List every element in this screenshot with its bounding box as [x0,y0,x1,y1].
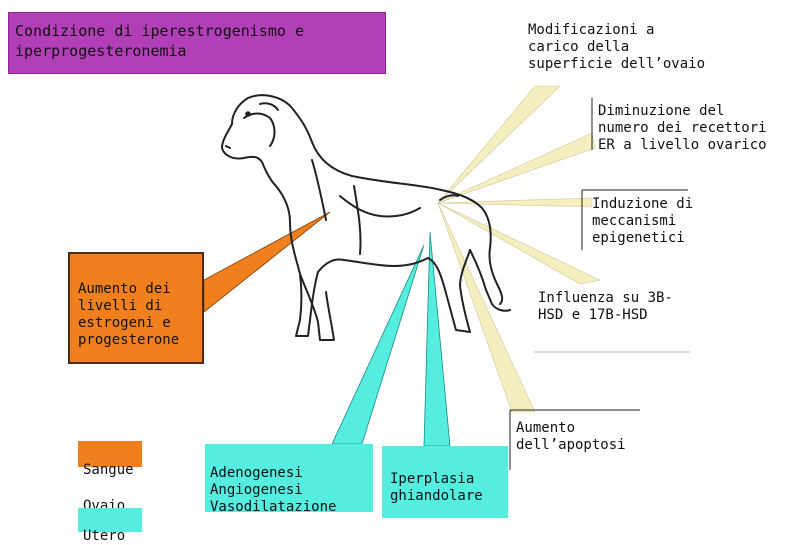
legend-blood: Sangue [78,441,142,467]
label-hyperplasia: Iperplasia ghiandolare [390,471,483,504]
label-hormones: Aumento dei livelli di estrogeni e proge… [78,281,179,348]
label-epigenetic: Induzione di meccanismi epigenetici [592,196,792,247]
label-ovary-surface: Modificazioni a carico della superficie … [528,22,788,73]
legend-uterus: Utero [78,508,142,532]
beam-epigenetic [438,198,592,207]
legend-uterus-label: Utero [83,528,125,544]
beam-ovary-surface [438,86,560,203]
legend-blood-label: Sangue [83,462,134,478]
beam-apoptosis [438,203,535,412]
beam-receptors [438,133,595,203]
beam-angiogenesis [332,245,424,444]
angiogenesis-box: Adenogenesi Angiogenesi Vasodilatazione [205,444,373,512]
hyperplasia-box: Iperplasia ghiandolare [382,446,508,518]
label-hsd: Influenza su 3B- HSD e 17B-HSD [538,290,788,324]
label-angiogenesis: Adenogenesi Angiogenesi Vasodilatazione [210,465,336,515]
diagram-title: Condizione di iperestrogenismo e iperpro… [15,22,304,60]
beam-hyperplasia [424,232,450,446]
hormones-box: Aumento dei livelli di estrogeni e proge… [68,252,204,364]
ovary-beams [438,86,600,412]
label-apoptosis: Aumento dell’apoptosi [516,420,716,454]
title-box: Condizione di iperestrogenismo e iperpro… [8,12,386,74]
beam-hormones [204,212,330,312]
label-receptors: Diminuzione del numero dei recettori ER … [598,103,794,154]
legend-ovary: Ovaio [78,477,142,503]
